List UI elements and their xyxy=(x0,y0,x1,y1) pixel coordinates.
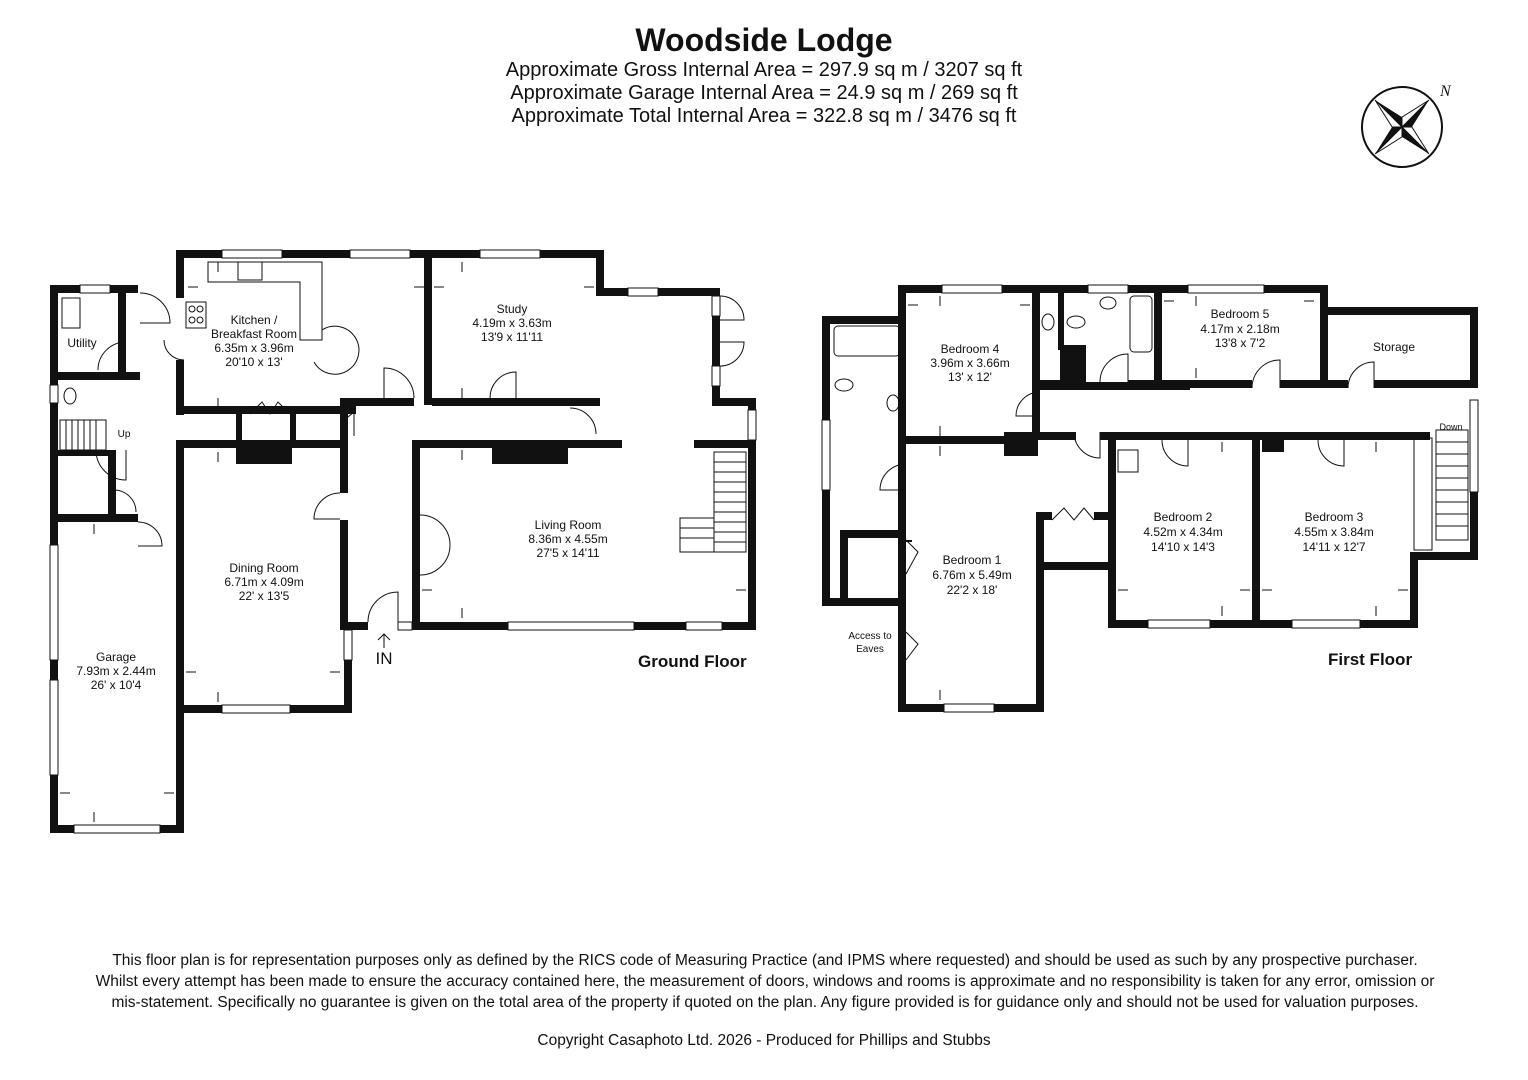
bedroom3-label: Bedroom 3 xyxy=(1305,510,1364,524)
study-label: Study xyxy=(497,302,528,316)
bedroom5-label: Bedroom 5 xyxy=(1211,307,1270,321)
copyright-text: Copyright Casaphoto Ltd. 2026 - Produced… xyxy=(537,1032,991,1049)
bedroom3-metric: 4.55m x 3.84m xyxy=(1294,525,1373,539)
bedroom5-metric: 4.17m x 2.18m xyxy=(1200,322,1279,336)
kitchen-label-2: Breakfast Room xyxy=(211,327,297,341)
utility-label: Utility xyxy=(67,336,96,350)
first-floor-fittings xyxy=(833,295,1153,473)
gross-area-line: Approximate Gross Internal Area = 297.9 … xyxy=(505,59,1023,81)
eaves-label-1: Access to xyxy=(848,631,892,642)
dining-room-metric: 6.71m x 4.09m xyxy=(224,575,303,589)
bedroom3-imperial: 14'11 x 12'7 xyxy=(1302,540,1365,554)
compass-north-label: N xyxy=(1439,83,1452,100)
garage-metric: 7.93m x 2.44m xyxy=(76,664,155,678)
kitchen-fittings xyxy=(61,261,360,405)
kitchen-metric: 6.35m x 3.96m xyxy=(214,341,293,355)
bedroom1-imperial: 22'2 x 18' xyxy=(947,583,998,597)
study-metric: 4.19m x 3.63m xyxy=(472,316,551,330)
eaves-label-2: Eaves xyxy=(856,644,884,655)
kitchen-imperial: 20'10 x 13' xyxy=(225,355,282,369)
garage-area-line: Approximate Garage Internal Area = 24.9 … xyxy=(510,82,1018,104)
bedroom1-metric: 6.76m x 5.49m xyxy=(932,568,1011,582)
ground-dimension-arrows xyxy=(60,262,746,822)
disclaimer-text: This floor plan is for representation pu… xyxy=(95,952,1435,1011)
compass-rose-icon: N xyxy=(1361,83,1452,168)
first-floor-staircase xyxy=(1413,429,1469,551)
stairs-down-label: Down xyxy=(1439,422,1462,432)
bedroom4-metric: 3.96m x 3.66m xyxy=(930,356,1009,370)
bedroom2-imperial: 14'10 x 14'3 xyxy=(1151,540,1215,554)
garage-label: Garage xyxy=(96,650,136,664)
first-floor-plan: Bedroom 4 3.96m x 3.66m 13' x 12' Bedroo… xyxy=(821,284,1479,713)
kitchen-label-1: Kitchen / xyxy=(231,313,278,327)
dining-room-label: Dining Room xyxy=(229,561,298,575)
living-room-imperial: 27'5 x 14'11 xyxy=(536,546,599,560)
bedroom5-imperial: 13'8 x 7'2 xyxy=(1215,336,1266,350)
first-floor-title: First Floor xyxy=(1328,650,1412,669)
property-title: Woodside Lodge xyxy=(635,22,893,58)
bedroom4-label: Bedroom 4 xyxy=(941,342,1000,356)
entrance-label: IN xyxy=(376,649,393,668)
ground-floor-title: Ground Floor xyxy=(638,652,747,671)
ground-floor-plan: Utility Up Kitchen / Breakfast Room 6.35… xyxy=(49,249,757,834)
living-room-label: Living Room xyxy=(535,518,602,532)
ground-floor-staircase xyxy=(59,419,747,553)
entrance-arrow-icon xyxy=(377,633,391,648)
study-imperial: 13'9 x 11'11 xyxy=(481,330,544,344)
bedroom2-metric: 4.52m x 4.34m xyxy=(1143,525,1222,539)
bedroom4-imperial: 13' x 12' xyxy=(948,370,992,384)
dining-room-imperial: 22' x 13'5 xyxy=(239,589,290,603)
first-dimension-arrows xyxy=(908,296,1408,700)
total-area-line: Approximate Total Internal Area = 322.8 … xyxy=(511,105,1017,127)
bedroom1-label: Bedroom 1 xyxy=(943,553,1002,567)
stairs-up-label: Up xyxy=(118,429,131,440)
living-room-metric: 8.36m x 4.55m xyxy=(528,532,607,546)
bedroom2-label: Bedroom 2 xyxy=(1154,510,1213,524)
storage-label: Storage xyxy=(1373,340,1415,354)
garage-imperial: 26' x 10'4 xyxy=(91,678,142,692)
